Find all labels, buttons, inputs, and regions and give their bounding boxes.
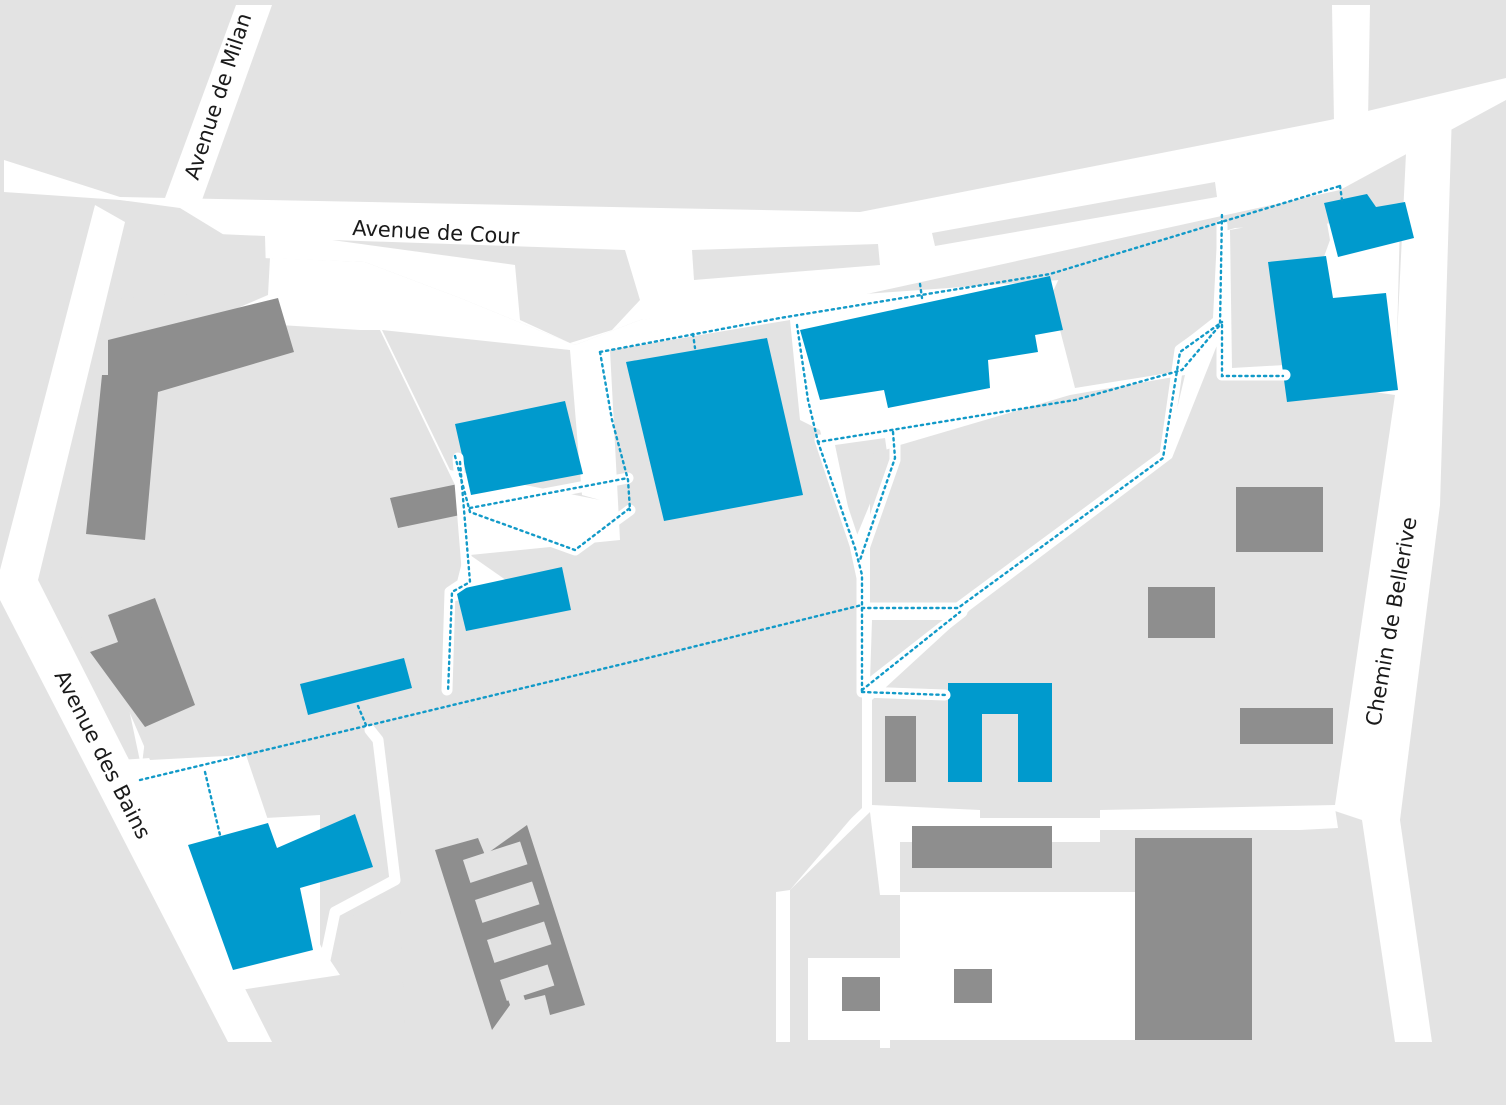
building-blue-center-west <box>455 401 583 495</box>
building-grey-l-shape <box>86 298 294 540</box>
walkway-west-central <box>598 350 632 512</box>
building-blue-northeast-small <box>1324 194 1414 257</box>
building-blue-west-strip <box>300 658 412 715</box>
walkway-north <box>598 184 1342 354</box>
building-grey-south-small-2 <box>954 969 992 1003</box>
walkway-west-vertical <box>446 460 472 694</box>
walkway-east-spur <box>1220 323 1285 378</box>
building-grey-east-2 <box>1148 587 1215 638</box>
island-north-central <box>1035 218 1218 388</box>
walkway-east-diagonal <box>860 320 1224 610</box>
island-west-2 <box>172 232 266 280</box>
walkway-north-spur-1 <box>691 332 697 350</box>
road-chemin-de-bellerive <box>1332 112 1452 1042</box>
walkway-center-spine <box>795 210 1224 444</box>
walkway-south-main <box>138 603 864 782</box>
building-grey-south-small-1 <box>842 977 880 1011</box>
walkway-center-down <box>816 440 864 694</box>
walkway-southwest-spur <box>203 770 222 837</box>
building-blue-north-long <box>800 276 1063 408</box>
road-avenue-des-bains <box>0 205 272 1042</box>
island-west-triangle <box>110 230 180 290</box>
walkway-west-link <box>453 454 632 552</box>
island-east-lower <box>870 375 1185 610</box>
road-avenue-de-milan <box>165 5 272 200</box>
building-grey-center-long <box>912 826 1052 868</box>
building-blue-central-large <box>626 338 803 521</box>
building-grey-comb-gaps <box>462 841 555 1001</box>
island-north-2 <box>692 244 880 280</box>
covered-walkways <box>138 184 1344 837</box>
walkway-west-link-2 <box>468 476 630 510</box>
building-grey-east-1 <box>1236 487 1323 552</box>
building-grey-large-south <box>1135 838 1252 1040</box>
walkway-north-spur-2 <box>918 282 924 300</box>
building-blue-southwest <box>188 814 373 970</box>
building-blue-center-small <box>456 567 571 631</box>
other-buildings <box>86 298 1333 1040</box>
walkway-u-building <box>860 690 948 697</box>
island-north-3 <box>932 182 1217 246</box>
island-southwest <box>335 740 392 922</box>
building-grey-small-center <box>885 716 916 782</box>
island-north-1 <box>332 240 640 343</box>
walkway-east-lower-diagonal <box>860 610 962 692</box>
building-grey-west <box>90 598 195 727</box>
road-avenue-de-cour <box>4 78 1506 345</box>
building-blue-u-shape <box>948 683 1052 782</box>
road-northeast <box>1332 5 1370 122</box>
open-ground-south-block <box>808 940 1066 1048</box>
building-grey-east-3 <box>1240 708 1333 744</box>
walkway-center-branch <box>858 430 897 562</box>
campus-buildings <box>188 194 1414 970</box>
building-blue-northeast-large <box>1268 256 1398 402</box>
walkway-north-spur-3 <box>1338 184 1344 202</box>
building-grey-small-west <box>390 484 465 528</box>
